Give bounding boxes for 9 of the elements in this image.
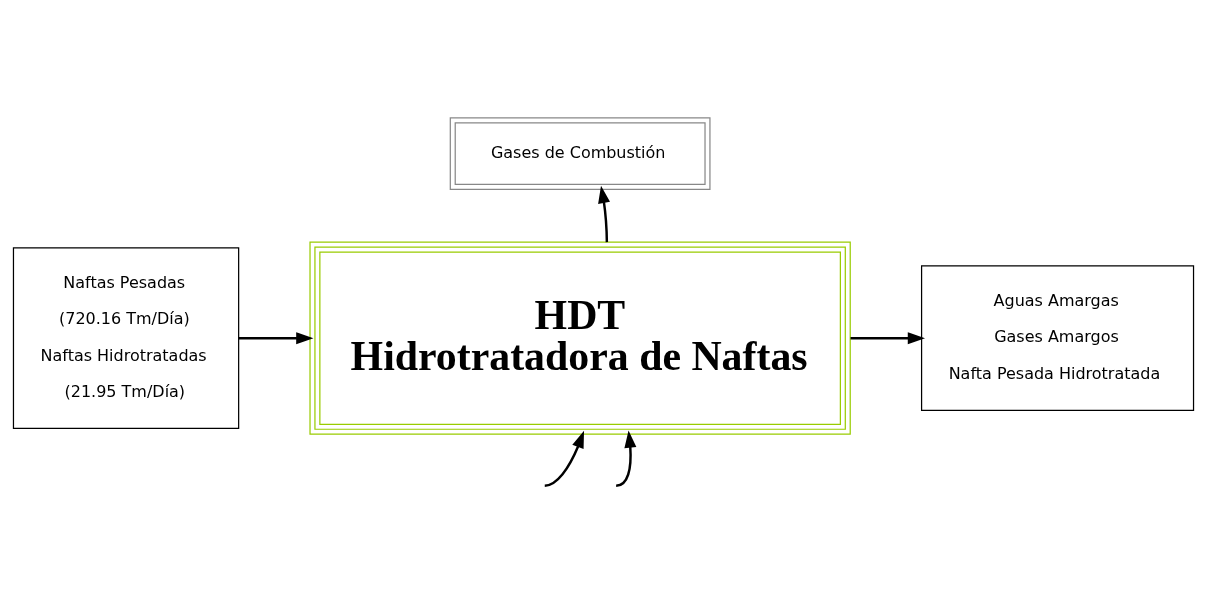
arrow	[598, 185, 610, 243]
node-box: Gases de Combustión	[449, 117, 711, 190]
arrow	[850, 332, 926, 345]
arrow	[544, 430, 585, 488]
arrow	[238, 332, 314, 345]
node-box: Naftas Pesadas (720.16 Tm/Día) Naftas Hidrotratadas (21.95 Tm/Día)	[12, 247, 240, 429]
arrow	[615, 430, 637, 488]
node-box: Aguas Amargas Gases Amargos Nafta Pesada Hidrotratada	[920, 265, 1195, 412]
node-box: HDT Hidrotratadora de Naftas	[309, 241, 851, 435]
